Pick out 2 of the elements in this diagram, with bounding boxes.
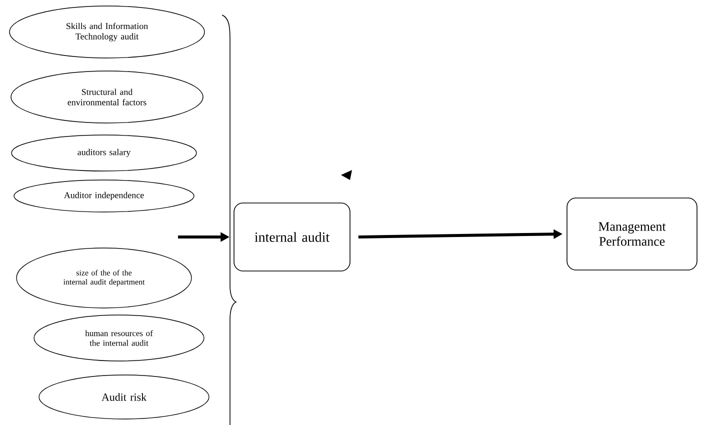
process-box: internal audit — [234, 202, 350, 272]
process-box: Management Performance — [566, 198, 698, 270]
